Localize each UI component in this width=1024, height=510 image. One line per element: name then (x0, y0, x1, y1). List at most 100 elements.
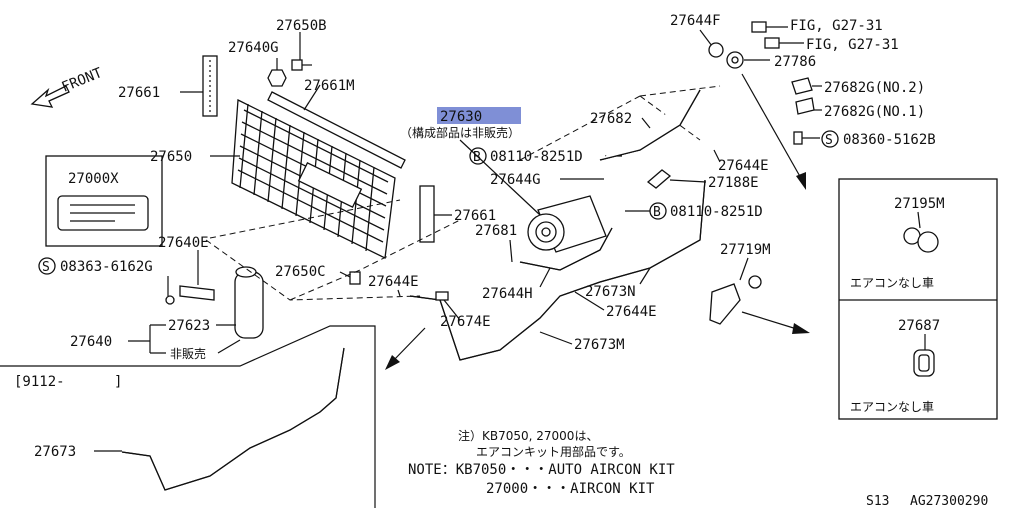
leader (713, 149, 721, 163)
o-ring-27644F (708, 42, 744, 69)
label-27195M[interactable]: 27195M (894, 196, 945, 212)
label-27188E[interactable]: 27188E (708, 175, 759, 191)
label-27000X[interactable]: 27000X (68, 171, 119, 187)
front-label: FRONT (60, 65, 106, 96)
label-27682G-no1[interactable]: 27682G(NO.1) (824, 104, 925, 120)
leader (443, 299, 461, 321)
label-27644E-a[interactable]: 27644E (368, 274, 419, 290)
leader (639, 267, 651, 285)
label-fig-1[interactable]: FIG, G27-31 (790, 18, 883, 34)
leader (917, 211, 921, 229)
footer-code: AG27300290 (910, 494, 988, 509)
cap-27195M (903, 227, 939, 253)
highlight-27630 (437, 107, 521, 124)
label-date-close: ] (114, 374, 122, 390)
bracket-lines (128, 324, 166, 354)
label-27719M[interactable]: 27719M (720, 242, 771, 258)
label-date-range: [9112- (14, 374, 65, 390)
label-08110-8251D-a[interactable]: 08110-8251D (490, 149, 583, 165)
label-27640E[interactable]: 27640E (158, 235, 209, 251)
label-27623[interactable]: 27623 (168, 318, 210, 334)
no-aircon-box (838, 178, 998, 420)
label-27661M[interactable]: 27661M (304, 78, 355, 94)
nut-27640G (267, 69, 287, 87)
seal-strip-upper (267, 91, 406, 169)
direction-arrow-icon (741, 311, 810, 334)
label-no-aircon-1: エアコンなし車 (850, 276, 934, 290)
label-27661-mid[interactable]: 27661 (454, 208, 496, 224)
label-27650C[interactable]: 27650C (275, 264, 326, 280)
label-27644G[interactable]: 27644G (490, 172, 541, 188)
bracket-27650C (349, 271, 361, 285)
note-jp-line1: 注）KB7050, 27000は、 (458, 428, 598, 443)
leader (539, 331, 573, 345)
label-27674E[interactable]: 27674E (440, 314, 491, 330)
s-mark-letter: S (825, 133, 833, 148)
label-27650B[interactable]: 27650B (276, 18, 327, 34)
leader (303, 84, 321, 111)
cable-27719M (709, 275, 762, 325)
label-27682[interactable]: 27682 (590, 111, 632, 127)
leader (509, 239, 513, 263)
direction-arrow-icon (741, 73, 806, 190)
label-27673[interactable]: 27673 (34, 444, 76, 460)
leader (459, 139, 541, 216)
label-27630-note: （構成部品は非販売） (400, 125, 520, 140)
leader (739, 257, 749, 281)
valve-fitting (751, 21, 780, 49)
clamp-27682G (791, 77, 815, 115)
grommet-27687 (913, 349, 935, 377)
label-27644F[interactable]: 27644F (670, 13, 721, 29)
s-mark-icon (821, 130, 839, 148)
pipe-inner (121, 347, 345, 491)
label-no-aircon-2: エアコンなし車 (850, 400, 934, 414)
label-08360-5162B[interactable]: 08360-5162B (843, 132, 936, 148)
clip-27674E (435, 291, 449, 301)
label-27650[interactable]: 27650 (150, 149, 192, 165)
compressor-part (527, 195, 607, 253)
label-27640[interactable]: 27640 (70, 334, 112, 350)
label-27630[interactable]: 27630 (440, 109, 482, 125)
leader (699, 29, 713, 47)
label-08110-8251D-b[interactable]: 08110-8251D (670, 204, 763, 220)
pipe-inner (409, 179, 706, 361)
inset-border (0, 325, 376, 508)
condenser-part (231, 98, 396, 259)
footer-page: S13 (866, 494, 889, 509)
label-27682G-no2[interactable]: 27682G(NO.2) (824, 80, 925, 96)
leader (574, 291, 605, 311)
outline-dashed (205, 199, 461, 301)
front-arrow-icon (30, 85, 70, 108)
label-27661-top[interactable]: 27661 (118, 85, 160, 101)
leader (539, 267, 551, 288)
leader (397, 289, 401, 297)
seal-strip-mid (419, 185, 435, 243)
label-08363-6162G[interactable]: 08363-6162G (60, 259, 153, 275)
label-27673M[interactable]: 27673M (574, 337, 625, 353)
label-27681[interactable]: 27681 (475, 223, 517, 239)
s-mark-icon (38, 257, 56, 275)
label-27644E-b[interactable]: 27644E (606, 304, 657, 320)
receiver-drier (234, 266, 264, 339)
hose-inner (519, 227, 613, 271)
label-27644E-c[interactable]: 27644E (718, 158, 769, 174)
b-mark-letter: B (653, 205, 661, 220)
note-en-line2: 27000・・・AIRCON KIT (486, 481, 655, 497)
label-not-sold: 非販売 (170, 346, 206, 361)
seal-strip-top (202, 55, 218, 117)
leader (641, 117, 651, 129)
bracket-27640E (165, 285, 215, 305)
bolt-27650B (291, 59, 312, 71)
label-fig-2[interactable]: FIG, G27-31 (806, 37, 899, 53)
outline-dashed (519, 85, 721, 161)
label-27644H[interactable]: 27644H (482, 286, 533, 302)
direction-arrow-icon (385, 327, 426, 370)
note-en-line1: NOTE：KB7050・・・AUTO AIRCON KIT (408, 462, 675, 478)
label-27640G[interactable]: 27640G (228, 40, 279, 56)
label-27687[interactable]: 27687 (898, 318, 940, 334)
label-27786[interactable]: 27786 (774, 54, 816, 70)
label-27673N[interactable]: 27673N (585, 284, 636, 300)
note-jp-line2: エアコンキット用部品です。 (476, 444, 631, 459)
hose-inner (599, 89, 701, 161)
